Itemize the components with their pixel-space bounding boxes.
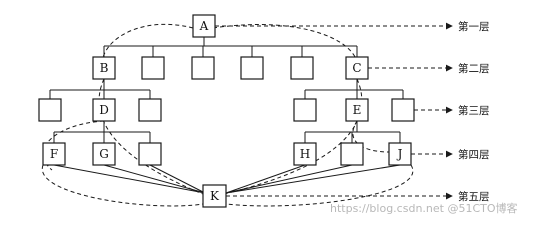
- layer-arrows: [215, 22, 453, 200]
- node-J: J: [388, 142, 412, 166]
- node-blank: [290, 56, 314, 80]
- node-G: G: [92, 142, 116, 166]
- node-D: D: [92, 98, 116, 122]
- layer-label-1: 第一层: [458, 20, 490, 33]
- node-blank: [191, 56, 215, 80]
- tree-connectors: [49, 37, 404, 194]
- node-blank: [138, 98, 162, 122]
- node-blank: [293, 98, 317, 122]
- node-C: C: [345, 56, 369, 80]
- node-label-B: B: [100, 61, 109, 75]
- level-3-nodes: D E: [38, 98, 415, 122]
- node-blank: [340, 142, 364, 166]
- node-K: K: [202, 184, 227, 208]
- node-label-K: K: [210, 189, 220, 203]
- node-blank: [138, 142, 162, 166]
- node-blank: [141, 56, 165, 80]
- node-label-C: C: [352, 61, 361, 75]
- node-B: B: [92, 56, 116, 80]
- node-label-G: G: [99, 147, 109, 161]
- node-H: H: [293, 142, 317, 166]
- node-label-J: J: [396, 147, 403, 161]
- layer-label-4: 第四层: [458, 148, 490, 161]
- layer-label-2: 第二层: [458, 62, 490, 75]
- level-2-nodes: B C: [92, 56, 369, 80]
- watermark: https://blog.csdn.net @51CTO博客: [330, 201, 518, 215]
- node-E: E: [345, 98, 369, 122]
- node-blank: [391, 98, 415, 122]
- node-blank: [240, 56, 264, 80]
- node-blank: [38, 98, 62, 122]
- node-label-A: A: [199, 19, 209, 33]
- node-label-F: F: [50, 147, 58, 161]
- node-label-D: D: [99, 103, 109, 117]
- node-label-H: H: [300, 147, 310, 161]
- node-A: A: [192, 14, 216, 38]
- hierarchy-diagram: A B C D E F: [38, 14, 518, 215]
- node-F: F: [42, 142, 66, 166]
- layer-labels: 第一层 第二层 第三层 第四层 第五层: [458, 20, 490, 203]
- layer-label-5: 第五层: [458, 190, 490, 203]
- node-label-E: E: [353, 103, 362, 117]
- level-4-nodes: F G H J: [42, 142, 412, 166]
- layer-label-3: 第三层: [458, 104, 490, 117]
